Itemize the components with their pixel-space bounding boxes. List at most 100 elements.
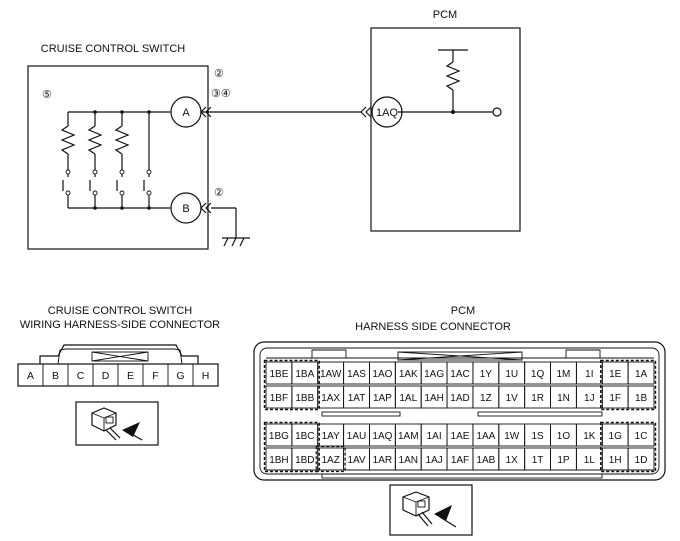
conn-left-pin-label: B bbox=[52, 370, 59, 382]
switch-branch-2 bbox=[87, 110, 103, 210]
pcm-pin-label: 1AO bbox=[372, 369, 392, 380]
pcm-resistor bbox=[445, 61, 461, 91]
pcm-pin-label: 1T bbox=[532, 455, 544, 466]
switch-box bbox=[27, 65, 209, 250]
pcm-pin-label: 1D bbox=[635, 455, 648, 466]
pcm-pin-label: 1BB bbox=[295, 393, 314, 404]
pcm-pin-label: 1K bbox=[583, 431, 596, 442]
pcm-pin-label: 1AB bbox=[476, 455, 495, 466]
conn-right-title-1: PCM bbox=[451, 305, 475, 317]
pcm-pin-label: 1AH bbox=[424, 393, 443, 404]
pcm-pin-label: 1V bbox=[506, 393, 519, 404]
conn-left-pin-label: H bbox=[202, 370, 210, 382]
pcm-pin-label: 1X bbox=[506, 455, 519, 466]
pcm-pin-label: 1AV bbox=[347, 455, 365, 466]
pcm-pin-label: 1S bbox=[531, 431, 544, 442]
pcm-pin-group-outline bbox=[263, 359, 320, 411]
pcm-pin-label: 1AN bbox=[399, 455, 418, 466]
switch-title: CRUISE CONTROL SWITCH bbox=[41, 43, 185, 55]
pcm-pin-label: 1AX bbox=[321, 393, 340, 404]
pcm-pin-label: 1AJ bbox=[426, 455, 443, 466]
pcm-pin-label: 1AL bbox=[399, 393, 417, 404]
pcm-pin-label: 1O bbox=[557, 431, 571, 442]
pcm-pin-label: 1BG bbox=[269, 431, 289, 442]
pcm-pin-label: 1AU bbox=[347, 431, 366, 442]
pcm-pin-cell bbox=[627, 361, 655, 385]
pcm-pin-label: 1AW bbox=[320, 369, 342, 380]
pcm-pin-group-outline bbox=[263, 421, 320, 473]
pcm-pin-cell bbox=[627, 447, 655, 471]
conn-left-title-1: CRUISE CONTROL SWITCH bbox=[48, 305, 192, 317]
pcm-pin-group-outline bbox=[315, 445, 346, 473]
conn-left-pin-label: G bbox=[176, 370, 184, 382]
switch-branch-1 bbox=[60, 112, 76, 208]
ground-symbol bbox=[222, 237, 250, 247]
switch-branch-3 bbox=[114, 110, 130, 210]
conn-right-title-2: HARNESS SIDE CONNECTOR bbox=[355, 321, 511, 333]
pcm-input-node bbox=[492, 107, 502, 117]
pcm-pin-label: 1C bbox=[635, 431, 648, 442]
pcm-pin-label: 1BD bbox=[295, 455, 314, 466]
terminal-1aq bbox=[371, 96, 403, 128]
pcm-pin-label: 1A bbox=[635, 369, 648, 380]
pcm-title: PCM bbox=[433, 9, 457, 21]
svg-text:1AQ: 1AQ bbox=[376, 107, 398, 119]
note-5: ⑤ bbox=[42, 89, 52, 101]
svg-text:A: A bbox=[182, 107, 190, 119]
pcm-pin-group-outline bbox=[600, 359, 657, 411]
pcm-pin-label: 1AC bbox=[450, 369, 469, 380]
pcm-pin-label: 1BH bbox=[269, 455, 288, 466]
pcm-pin-label: 1AT bbox=[348, 393, 366, 404]
pcm-pin-label: 1R bbox=[531, 393, 544, 404]
pcm-pin-label: 1AG bbox=[424, 369, 444, 380]
pcm-pin-cell bbox=[627, 423, 655, 447]
conn-left-title-2: WIRING HARNESS-SIDE CONNECTOR bbox=[20, 319, 220, 331]
view-direction-icon bbox=[75, 401, 159, 446]
pcm-box bbox=[370, 27, 521, 232]
note-2: ② bbox=[214, 68, 224, 80]
pcm-pin-label: 1L bbox=[584, 455, 596, 466]
pcm-pin-label: 1AK bbox=[399, 369, 418, 380]
conn-left-pin-label: E bbox=[127, 370, 134, 382]
pcm-pin-label: 1I bbox=[585, 369, 593, 380]
pcm-pin-label: 1J bbox=[584, 393, 595, 404]
pcm-pin-label: 1AP bbox=[373, 393, 392, 404]
note-2b: ② bbox=[214, 187, 224, 199]
pcm-pin-label: 1N bbox=[557, 393, 570, 404]
pcm-pin-label: 1E bbox=[609, 369, 622, 380]
pcm-pin-label: 1BA bbox=[295, 369, 314, 380]
pcm-pin-label: 1AF bbox=[451, 455, 469, 466]
pcm-pin-label: 1G bbox=[609, 431, 623, 442]
pcm-pin-label: 1H bbox=[609, 455, 622, 466]
pcm-pin-label: 1AA bbox=[476, 431, 495, 442]
pcm-pin-label: 1AY bbox=[322, 431, 340, 442]
pcm-pin-label: 1AI bbox=[427, 431, 442, 442]
switch-branch-4 bbox=[143, 110, 152, 210]
pcm-pin-label: 1BC bbox=[295, 431, 314, 442]
view-direction-icon-2 bbox=[389, 484, 473, 536]
pcm-pin-label: 1F bbox=[609, 393, 621, 404]
svg-text:B: B bbox=[182, 203, 189, 215]
pcm-pin-label: 1BF bbox=[270, 393, 288, 404]
pcm-pin-label: 1M bbox=[557, 369, 571, 380]
pcm-pin-label: 1AQ bbox=[372, 431, 392, 442]
pcm-pin-label: 1AM bbox=[398, 431, 419, 442]
pcm-pin-label: 1P bbox=[557, 455, 570, 466]
conn-left-pin-label: D bbox=[102, 370, 110, 382]
pcm-pin-label: 1B bbox=[635, 393, 648, 404]
pcm-pin-label: 1Q bbox=[531, 369, 545, 380]
note-34: ③④ bbox=[211, 88, 231, 100]
pcm-pin-label: 1AS bbox=[347, 369, 366, 380]
pcm-pin-label: 1Y bbox=[480, 369, 493, 380]
pcm-pin-label: 1AE bbox=[451, 431, 470, 442]
pcm-pin-label: 1AZ bbox=[321, 455, 339, 466]
pcm-pin-cell bbox=[627, 385, 655, 409]
conn-left-pin-label: C bbox=[77, 370, 85, 382]
pcm-pin-group-outline bbox=[600, 421, 657, 473]
conn-left-pin-label: F bbox=[152, 370, 158, 382]
pcm-pin-label: 1W bbox=[504, 431, 520, 442]
pcm-pin-label: 1U bbox=[505, 369, 518, 380]
